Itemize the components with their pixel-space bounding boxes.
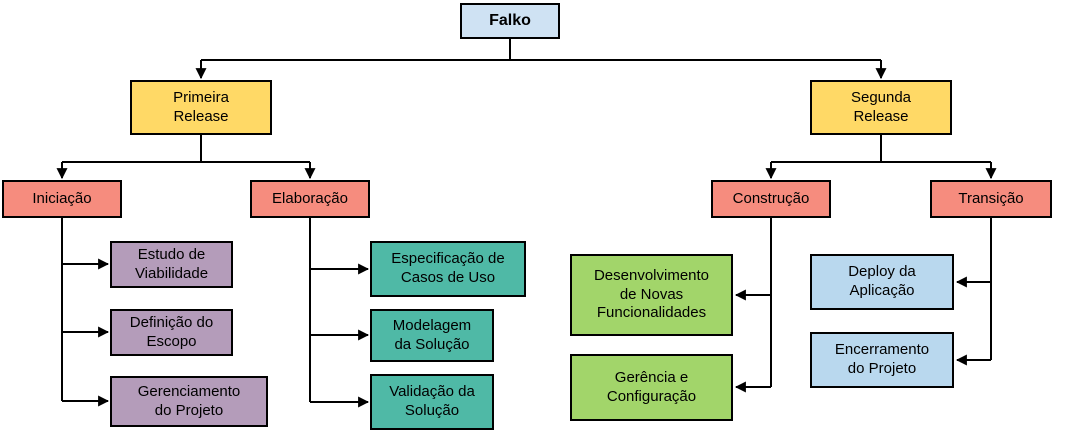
node-especificacao-casos-uso[interactable]: Especificação de Casos de Uso [370,241,526,297]
connector-segunda-tee [771,135,991,163]
node-estudo-viabilidade[interactable]: Estudo de Viabilidade [110,241,233,288]
node-validacao-solucao[interactable]: Validação da Solução [370,374,494,430]
node-deploy-aplicacao[interactable]: Deploy da Aplicação [810,254,954,310]
connector-primeira-tee [62,135,310,163]
node-gerencia-configuracao[interactable]: Gerência e Configuração [570,354,733,421]
node-iniciacao[interactable]: Iniciação [2,180,122,218]
node-modelagem-solucao[interactable]: Modelagem da Solução [370,309,494,362]
node-elaboracao[interactable]: Elaboração [250,180,370,218]
node-falko[interactable]: Falko [460,3,560,39]
node-desenvolvimento-funcionalidades[interactable]: Desenvolvimento de Novas Funcionalidades [570,254,733,336]
node-transicao[interactable]: Transição [930,180,1052,218]
connector-falko-tee [201,39,881,61]
node-primeira-release[interactable]: Primeira Release [130,80,272,135]
node-definicao-escopo[interactable]: Definição do Escopo [110,309,233,356]
node-construcao[interactable]: Construção [711,180,831,218]
node-segunda-release[interactable]: Segunda Release [810,80,952,135]
node-gerenciamento-projeto[interactable]: Gerenciamento do Projeto [110,376,268,427]
node-encerramento-projeto[interactable]: Encerramento do Projeto [810,332,954,388]
